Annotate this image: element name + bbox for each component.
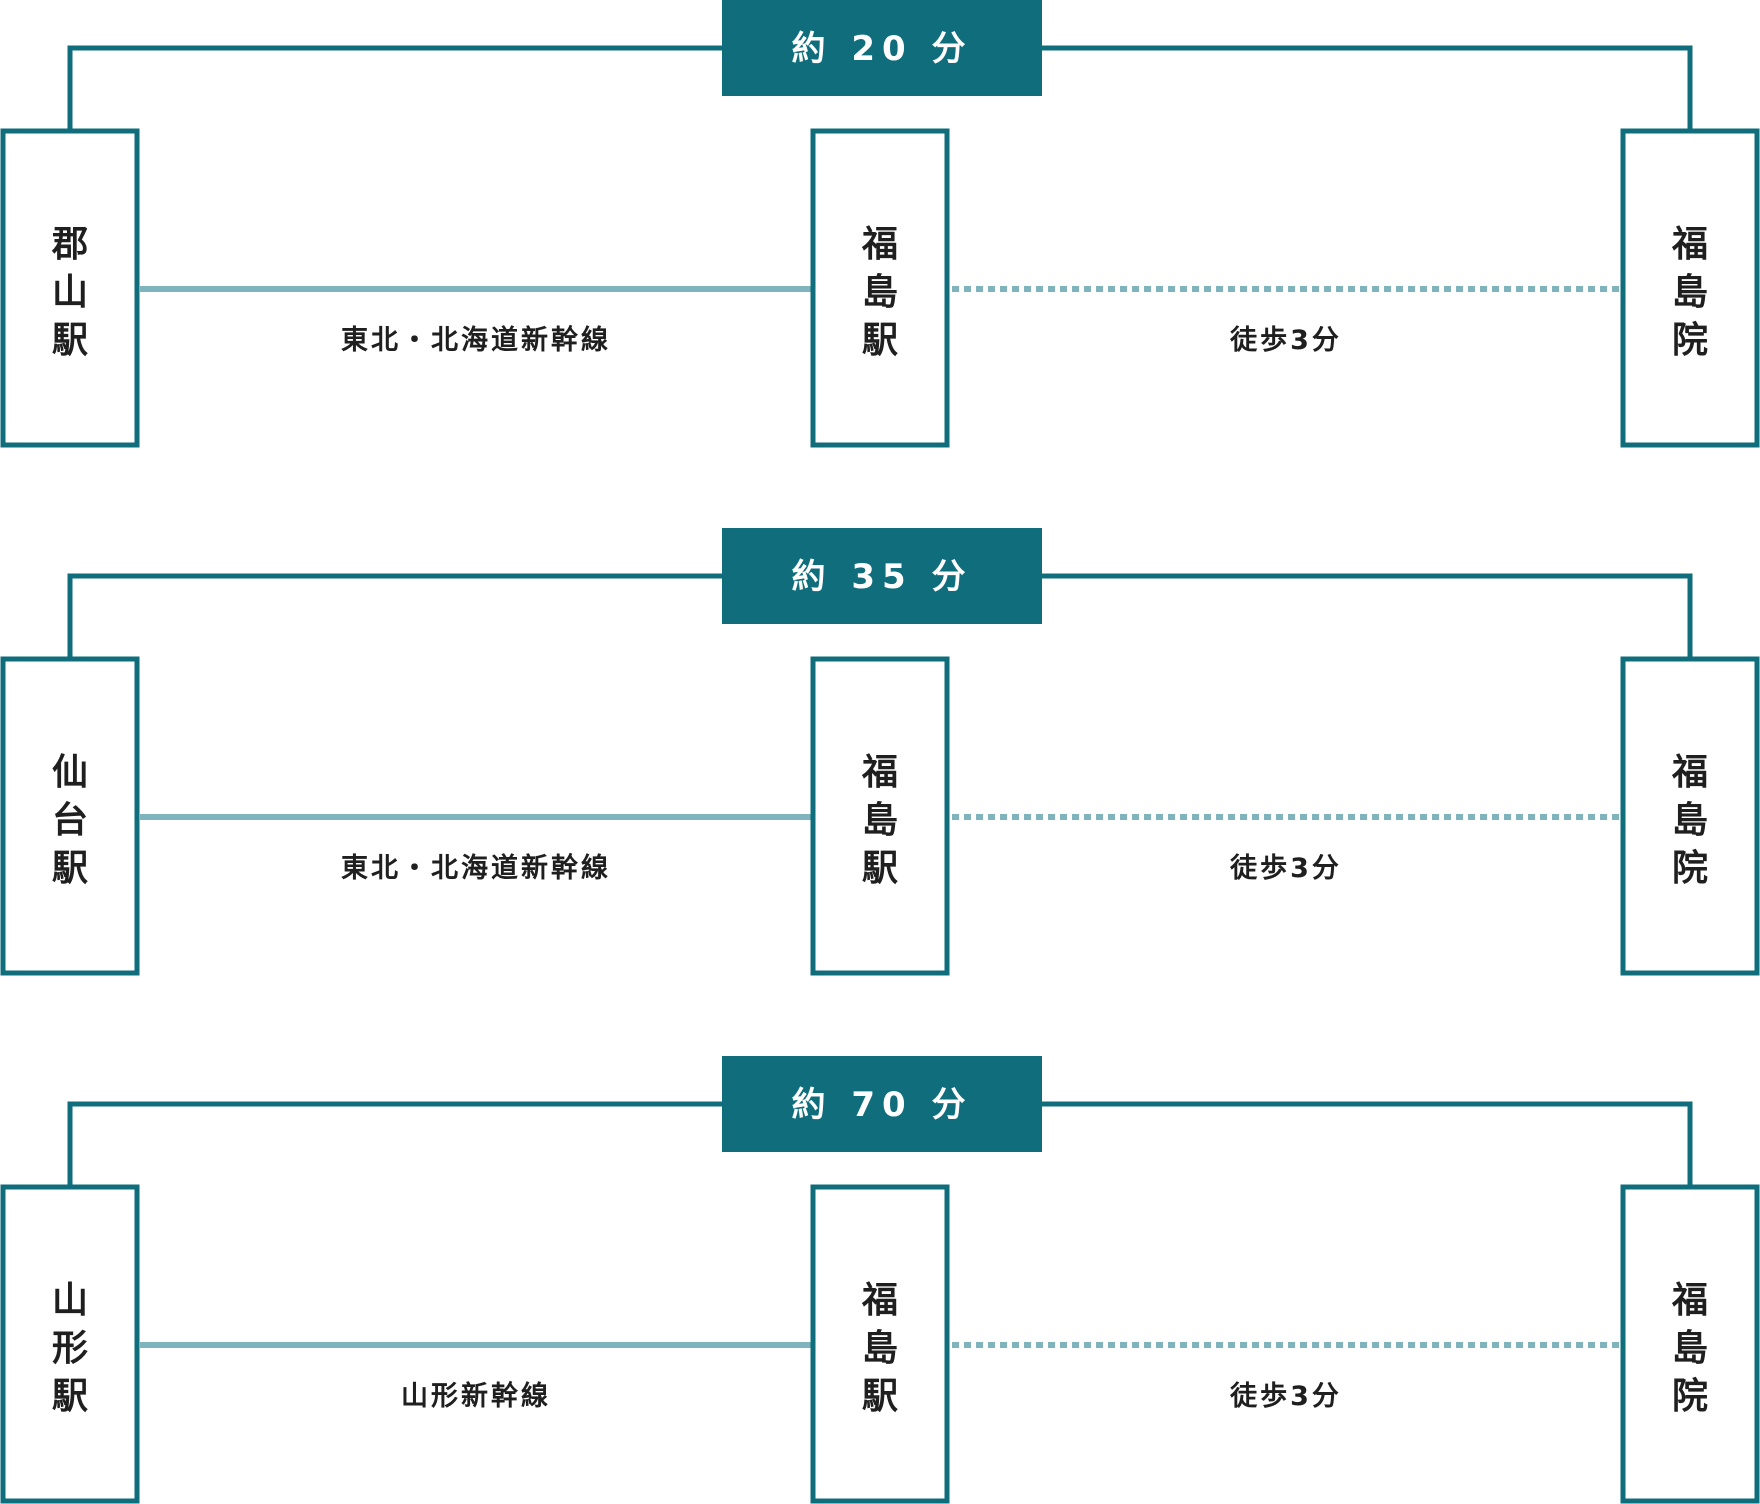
transfer-station-box-char: 駅 — [862, 1376, 898, 1417]
rail-label: 東北・北海道新幹線 — [341, 324, 611, 356]
destination-box-frame — [1620, 128, 1760, 448]
origin-station-box: 郡山駅 — [0, 128, 140, 448]
transfer-station-box: 福島駅 — [810, 656, 950, 976]
transfer-station-box-char: 駅 — [862, 320, 898, 361]
origin-station-box-frame — [0, 128, 140, 448]
transfer-station-box-frame — [810, 128, 950, 448]
transfer-station-box-char: 福 — [861, 1280, 898, 1321]
origin-station-box-char: 台 — [52, 800, 88, 841]
time-label: 約 70 分 — [792, 1085, 973, 1125]
route-group: 約 70 分山形新幹線徒歩3分山形駅福島駅福島院 — [0, 1056, 1760, 1504]
destination-box-char: 福 — [1671, 752, 1708, 793]
destination-box-char: 福 — [1671, 1280, 1708, 1321]
transfer-station-box-frame — [810, 1184, 950, 1504]
destination-box-frame — [1620, 1184, 1760, 1504]
transfer-station-box-char: 島 — [862, 800, 898, 841]
origin-station-box: 仙台駅 — [0, 656, 140, 976]
origin-station-box-char: 山 — [52, 1280, 88, 1321]
transfer-station-box-char: 駅 — [862, 848, 898, 889]
rail-label: 東北・北海道新幹線 — [341, 852, 611, 884]
transfer-station-box-frame — [810, 656, 950, 976]
origin-station-box-char: 駅 — [52, 848, 88, 889]
origin-station-box-char: 郡 — [51, 224, 88, 265]
origin-station-box-char: 山 — [52, 272, 88, 313]
time-badge — [722, 528, 1042, 624]
transfer-station-box: 福島駅 — [810, 1184, 950, 1504]
rail-label: 山形新幹線 — [401, 1380, 551, 1412]
origin-station-box-frame — [0, 656, 140, 976]
transfer-station-box-char: 福 — [861, 752, 898, 793]
destination-box-char: 島 — [1672, 1328, 1708, 1369]
transfer-station-box-char: 島 — [862, 272, 898, 313]
transfer-station-box-char: 島 — [862, 1328, 898, 1369]
destination-box-frame — [1620, 656, 1760, 976]
time-badge — [722, 1056, 1042, 1152]
destination-box: 福島院 — [1620, 1184, 1760, 1504]
time-label: 約 20 分 — [792, 29, 973, 69]
walk-label: 徒歩3分 — [1229, 1381, 1342, 1412]
destination-box-char: 島 — [1672, 800, 1708, 841]
origin-station-box-frame — [0, 1184, 140, 1504]
destination-box-char: 福 — [1671, 224, 1708, 265]
time-badge — [722, 0, 1042, 96]
destination-box-char: 院 — [1672, 1376, 1708, 1417]
origin-station-box-char: 駅 — [52, 320, 88, 361]
origin-station-box-char: 仙 — [52, 752, 88, 793]
route-group: 約 20 分東北・北海道新幹線徒歩3分郡山駅福島駅福島院 — [0, 0, 1760, 448]
route-group: 約 35 分東北・北海道新幹線徒歩3分仙台駅福島駅福島院 — [0, 528, 1760, 976]
transfer-station-box: 福島駅 — [810, 128, 950, 448]
destination-box-char: 院 — [1672, 848, 1708, 889]
destination-box: 福島院 — [1620, 128, 1760, 448]
destination-box-char: 島 — [1672, 272, 1708, 313]
walk-label: 徒歩3分 — [1229, 853, 1342, 884]
destination-box: 福島院 — [1620, 656, 1760, 976]
transfer-station-box-char: 福 — [861, 224, 898, 265]
origin-station-box-char: 駅 — [52, 1376, 88, 1417]
time-label: 約 35 分 — [792, 557, 973, 597]
origin-station-box: 山形駅 — [0, 1184, 140, 1504]
destination-box-char: 院 — [1672, 320, 1708, 361]
origin-station-box-char: 形 — [52, 1328, 88, 1369]
walk-label: 徒歩3分 — [1229, 325, 1342, 356]
